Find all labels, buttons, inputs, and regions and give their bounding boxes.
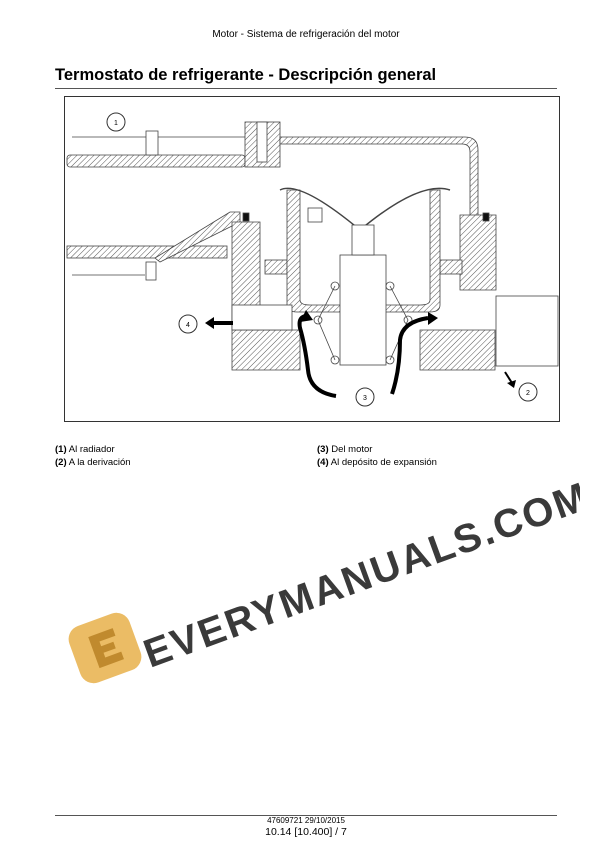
callout-2: 2 bbox=[518, 382, 538, 402]
watermark-logo-icon bbox=[68, 612, 142, 684]
page-number: 10.14 [10.400] / 7 bbox=[265, 826, 347, 838]
legend-item: (3) Del motor bbox=[317, 444, 373, 455]
legend-item: (2) A la derivación bbox=[55, 457, 131, 468]
legend-item: (1) Al radiador bbox=[55, 444, 115, 455]
svg-text:1: 1 bbox=[114, 120, 118, 127]
watermark: EVERYMANUALS.COM bbox=[68, 478, 580, 684]
svg-text:2: 2 bbox=[526, 390, 530, 397]
running-header: Motor - Sistema de refrigeración del mot… bbox=[212, 29, 400, 40]
legend-right: (3) Del motor (4) Al depósito de expansi… bbox=[317, 443, 437, 469]
doc-id: 47609721 29/10/2015 bbox=[267, 816, 345, 825]
legend-left: (1) Al radiador (2) A la derivación bbox=[55, 443, 131, 469]
callout-1: 1 bbox=[106, 112, 126, 132]
svg-text:EVERYMANUALS.COM: EVERYMANUALS.COM bbox=[138, 478, 580, 676]
page-title: Termostato de refrigerante - Descripción… bbox=[55, 66, 437, 84]
title-rule bbox=[55, 88, 557, 89]
svg-text:4: 4 bbox=[186, 322, 190, 329]
callout-4: 4 bbox=[178, 314, 198, 334]
callout-3: 3 bbox=[355, 387, 375, 407]
footer-rule bbox=[55, 815, 557, 816]
thermostat-figure: 1 2 3 4 bbox=[64, 96, 560, 422]
svg-text:3: 3 bbox=[363, 395, 367, 402]
legend-item: (4) Al depósito de expansión bbox=[317, 457, 437, 468]
thermostat-diagram: 1 2 3 4 bbox=[66, 112, 559, 407]
